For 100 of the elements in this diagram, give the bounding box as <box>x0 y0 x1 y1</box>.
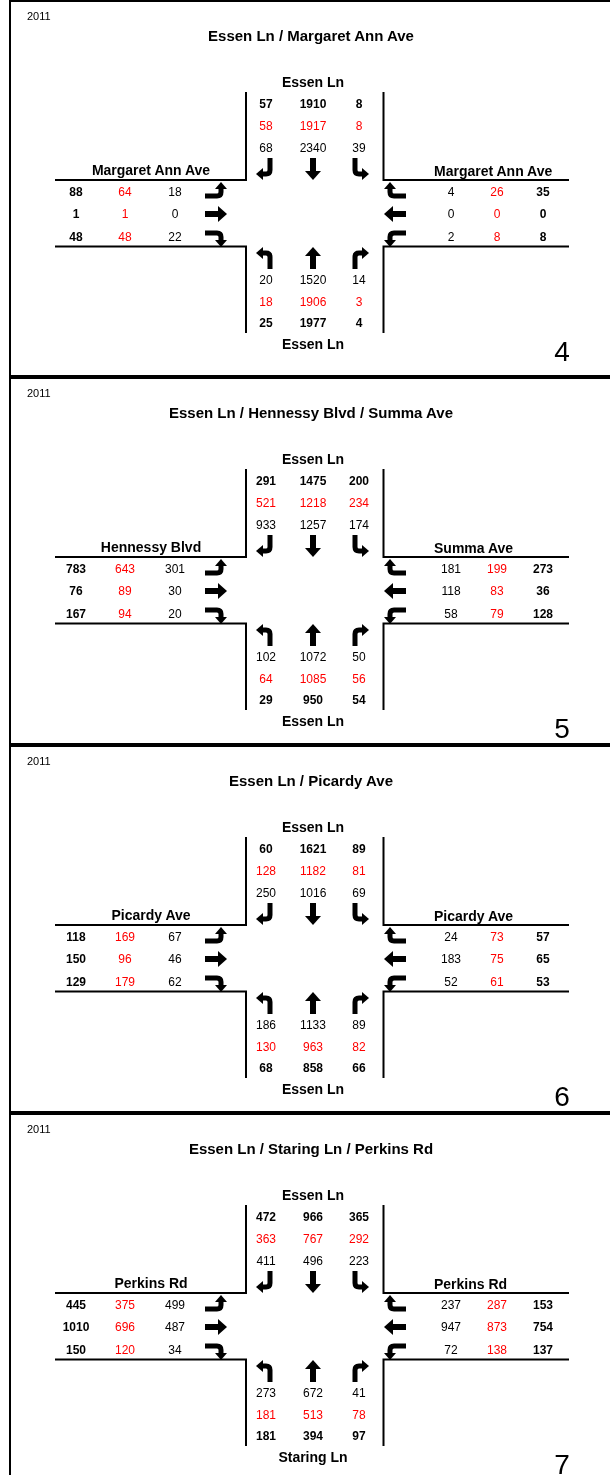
traffic-volume: 513 <box>303 1409 323 1421</box>
traffic-volume: 1906 <box>299 296 327 308</box>
traffic-volume: 150 <box>66 953 86 965</box>
traffic-volume: 73 <box>490 931 504 943</box>
traffic-volume: 1621 <box>299 843 327 855</box>
traffic-volume: 2 <box>447 231 455 243</box>
traffic-volume: 67 <box>168 931 182 943</box>
traffic-volume: 1520 <box>299 274 327 286</box>
traffic-volume: 39 <box>352 142 366 154</box>
traffic-volume: 138 <box>487 1344 507 1356</box>
traffic-volume: 53 <box>536 976 550 988</box>
traffic-volume: 3 <box>355 296 363 308</box>
street-name: Essen Ln <box>281 1188 345 1202</box>
street-name: Margaret Ann Ave <box>91 163 211 177</box>
traffic-volume: 30 <box>168 585 182 597</box>
traffic-volume: 46 <box>168 953 182 965</box>
traffic-volume: 48 <box>118 231 132 243</box>
year-label: 2011 <box>27 1123 51 1135</box>
traffic-volume: 950 <box>303 694 323 706</box>
traffic-volume: 181 <box>441 563 461 575</box>
traffic-volume: 1 <box>72 208 80 220</box>
traffic-volume: 1977 <box>299 317 327 329</box>
traffic-volume: 14 <box>352 274 366 286</box>
traffic-volume: 858 <box>303 1062 323 1074</box>
traffic-volume: 129 <box>66 976 86 988</box>
panel-number: 5 <box>554 715 570 743</box>
traffic-volume: 50 <box>352 651 366 663</box>
traffic-volume: 472 <box>256 1211 276 1223</box>
traffic-volume: 1 <box>121 208 129 220</box>
intersection-title: Essen Ln / Hennessy Blvd / Summa Ave <box>169 404 453 420</box>
street-name: Margaret Ann Ave <box>434 164 553 178</box>
traffic-volume: 8 <box>355 120 363 132</box>
traffic-volume: 81 <box>352 865 366 877</box>
traffic-volume: 72 <box>444 1344 458 1356</box>
traffic-volume: 18 <box>259 296 273 308</box>
intersection-panel <box>9 377 610 745</box>
traffic-volume: 179 <box>115 976 135 988</box>
traffic-volume: 167 <box>66 608 86 620</box>
traffic-volume: 68 <box>259 142 273 154</box>
traffic-volume: 169 <box>115 931 135 943</box>
traffic-volume: 1010 <box>62 1321 90 1333</box>
traffic-volume: 487 <box>165 1321 185 1333</box>
street-name: Perkins Rd <box>434 1277 508 1291</box>
traffic-volume: 783 <box>66 563 86 575</box>
street-name: Summa Ave <box>434 541 514 555</box>
traffic-volume: 1133 <box>300 1019 326 1031</box>
traffic-volume: 1182 <box>300 865 326 877</box>
traffic-volume: 54 <box>352 694 366 706</box>
intersection-title: Essen Ln / Picardy Ave <box>229 772 393 788</box>
traffic-volume: 8 <box>355 98 363 110</box>
intersection-panel <box>9 745 610 1113</box>
traffic-volume: 22 <box>168 231 182 243</box>
traffic-volume: 79 <box>490 608 504 620</box>
traffic-volume: 118 <box>66 931 86 943</box>
traffic-volume: 83 <box>490 585 504 597</box>
traffic-volume: 97 <box>352 1430 366 1442</box>
traffic-volume: 56 <box>352 673 366 685</box>
street-name: Perkins Rd <box>114 1276 188 1290</box>
traffic-volume: 292 <box>349 1233 369 1245</box>
traffic-volume: 137 <box>533 1344 553 1356</box>
intersection-panel <box>9 1113 610 1475</box>
traffic-volume: 150 <box>66 1344 86 1356</box>
traffic-volume: 499 <box>165 1299 185 1311</box>
traffic-volume: 66 <box>352 1062 366 1074</box>
traffic-volume: 1475 <box>299 475 327 487</box>
traffic-volume: 57 <box>259 98 273 110</box>
traffic-volume: 933 <box>256 519 276 531</box>
year-label: 2011 <box>27 755 51 767</box>
traffic-volume: 35 <box>536 186 550 198</box>
traffic-volume: 65 <box>536 953 550 965</box>
intersection-panel <box>9 0 610 377</box>
traffic-volume: 1910 <box>299 98 327 110</box>
traffic-volume: 237 <box>441 1299 461 1311</box>
traffic-volume: 186 <box>256 1019 276 1031</box>
traffic-volume: 82 <box>352 1041 366 1053</box>
traffic-volume: 52 <box>444 976 458 988</box>
traffic-volume: 1218 <box>299 497 327 509</box>
traffic-volume: 128 <box>533 608 553 620</box>
street-name: Essen Ln <box>281 337 345 351</box>
traffic-volume: 57 <box>536 931 550 943</box>
traffic-volume: 1257 <box>299 519 327 531</box>
panel-number: 7 <box>554 1451 570 1475</box>
traffic-volume: 375 <box>115 1299 135 1311</box>
traffic-volume: 61 <box>490 976 504 988</box>
year-label: 2011 <box>27 387 51 399</box>
traffic-volume: 25 <box>259 317 273 329</box>
traffic-volume: 273 <box>256 1387 276 1399</box>
traffic-volume: 496 <box>303 1255 323 1267</box>
traffic-volume: 696 <box>115 1321 135 1333</box>
traffic-volume: 8 <box>493 231 501 243</box>
street-name: Hennessy Blvd <box>100 540 202 554</box>
traffic-volume: 411 <box>256 1255 276 1267</box>
traffic-volume: 4 <box>355 317 363 329</box>
traffic-volume: 26 <box>490 186 504 198</box>
traffic-volume: 234 <box>349 497 369 509</box>
street-name: Essen Ln <box>281 714 345 728</box>
traffic-volume: 174 <box>349 519 369 531</box>
traffic-volume: 181 <box>256 1430 276 1442</box>
traffic-volume: 89 <box>352 1019 366 1031</box>
traffic-volume: 963 <box>303 1041 323 1053</box>
